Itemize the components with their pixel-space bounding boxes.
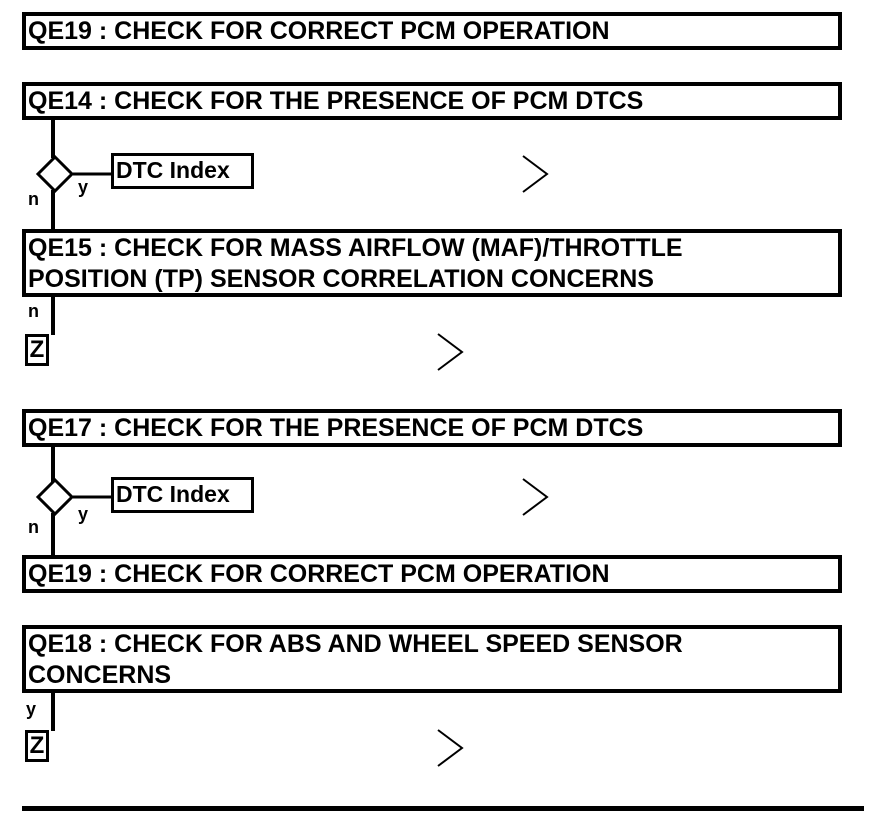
branch-label-no: n — [28, 189, 39, 209]
z-label: Z — [29, 732, 45, 759]
step-qe18[interactable]: QE18 : CHECK FOR ABS AND WHEEL SPEED SEN… — [22, 625, 842, 693]
z-label: Z — [29, 336, 45, 363]
chevron-right-icon[interactable] — [436, 728, 466, 770]
step-qe14-label: QE14 : CHECK FOR THE PRESENCE OF PCM DTC… — [28, 87, 644, 115]
step-qe19-bottom-label: QE19 : CHECK FOR CORRECT PCM OPERATION — [28, 560, 610, 588]
chevron-right-icon[interactable] — [521, 154, 551, 196]
step-qe14[interactable]: QE14 : CHECK FOR THE PRESENCE OF PCM DTC… — [22, 82, 842, 120]
connector-line — [73, 172, 113, 176]
connector-line — [51, 447, 55, 483]
connector-line — [51, 513, 55, 557]
z-link[interactable]: Z — [25, 334, 49, 366]
connector-line — [51, 297, 55, 335]
step-qe19-bottom[interactable]: QE19 : CHECK FOR CORRECT PCM OPERATION — [22, 555, 842, 593]
decision-diamond-icon — [35, 477, 75, 517]
step-qe15-line2: POSITION (TP) SENSOR CORRELATION CONCERN… — [28, 265, 654, 293]
branch-label-no: n — [28, 517, 39, 537]
dtc-index-link[interactable]: DTC Index — [111, 153, 254, 189]
z-link[interactable]: Z — [25, 730, 49, 762]
step-qe15-line1: QE15 : CHECK FOR MASS AIRFLOW (MAF)/THRO… — [28, 234, 683, 262]
step-qe19-top-label: QE19 : CHECK FOR CORRECT PCM OPERATION — [28, 17, 610, 45]
decision-diamond-icon — [35, 154, 75, 194]
branch-label-yes: y — [78, 504, 89, 524]
step-qe17[interactable]: QE17 : CHECK FOR THE PRESENCE OF PCM DTC… — [22, 409, 842, 447]
connector-line — [51, 120, 55, 158]
connector-line — [51, 190, 55, 230]
chevron-right-icon[interactable] — [436, 332, 466, 374]
step-qe18-line1: QE18 : CHECK FOR ABS AND WHEEL SPEED SEN… — [28, 630, 683, 658]
connector-line — [73, 495, 113, 499]
step-qe17-label: QE17 : CHECK FOR THE PRESENCE OF PCM DTC… — [28, 414, 644, 442]
chevron-right-icon[interactable] — [521, 477, 551, 519]
dtc-index-label: DTC Index — [116, 481, 230, 507]
dtc-index-link[interactable]: DTC Index — [111, 477, 254, 513]
branch-label-yes: y — [78, 177, 89, 197]
connector-line — [51, 693, 55, 731]
branch-label-yes: y — [26, 699, 37, 719]
step-qe18-line2: CONCERNS — [28, 661, 172, 689]
bottom-divider — [22, 806, 864, 811]
dtc-index-label: DTC Index — [116, 157, 230, 183]
step-qe19-top[interactable]: QE19 : CHECK FOR CORRECT PCM OPERATION — [22, 12, 842, 50]
step-qe15[interactable]: QE15 : CHECK FOR MASS AIRFLOW (MAF)/THRO… — [22, 229, 842, 297]
branch-label-no: n — [28, 301, 39, 321]
